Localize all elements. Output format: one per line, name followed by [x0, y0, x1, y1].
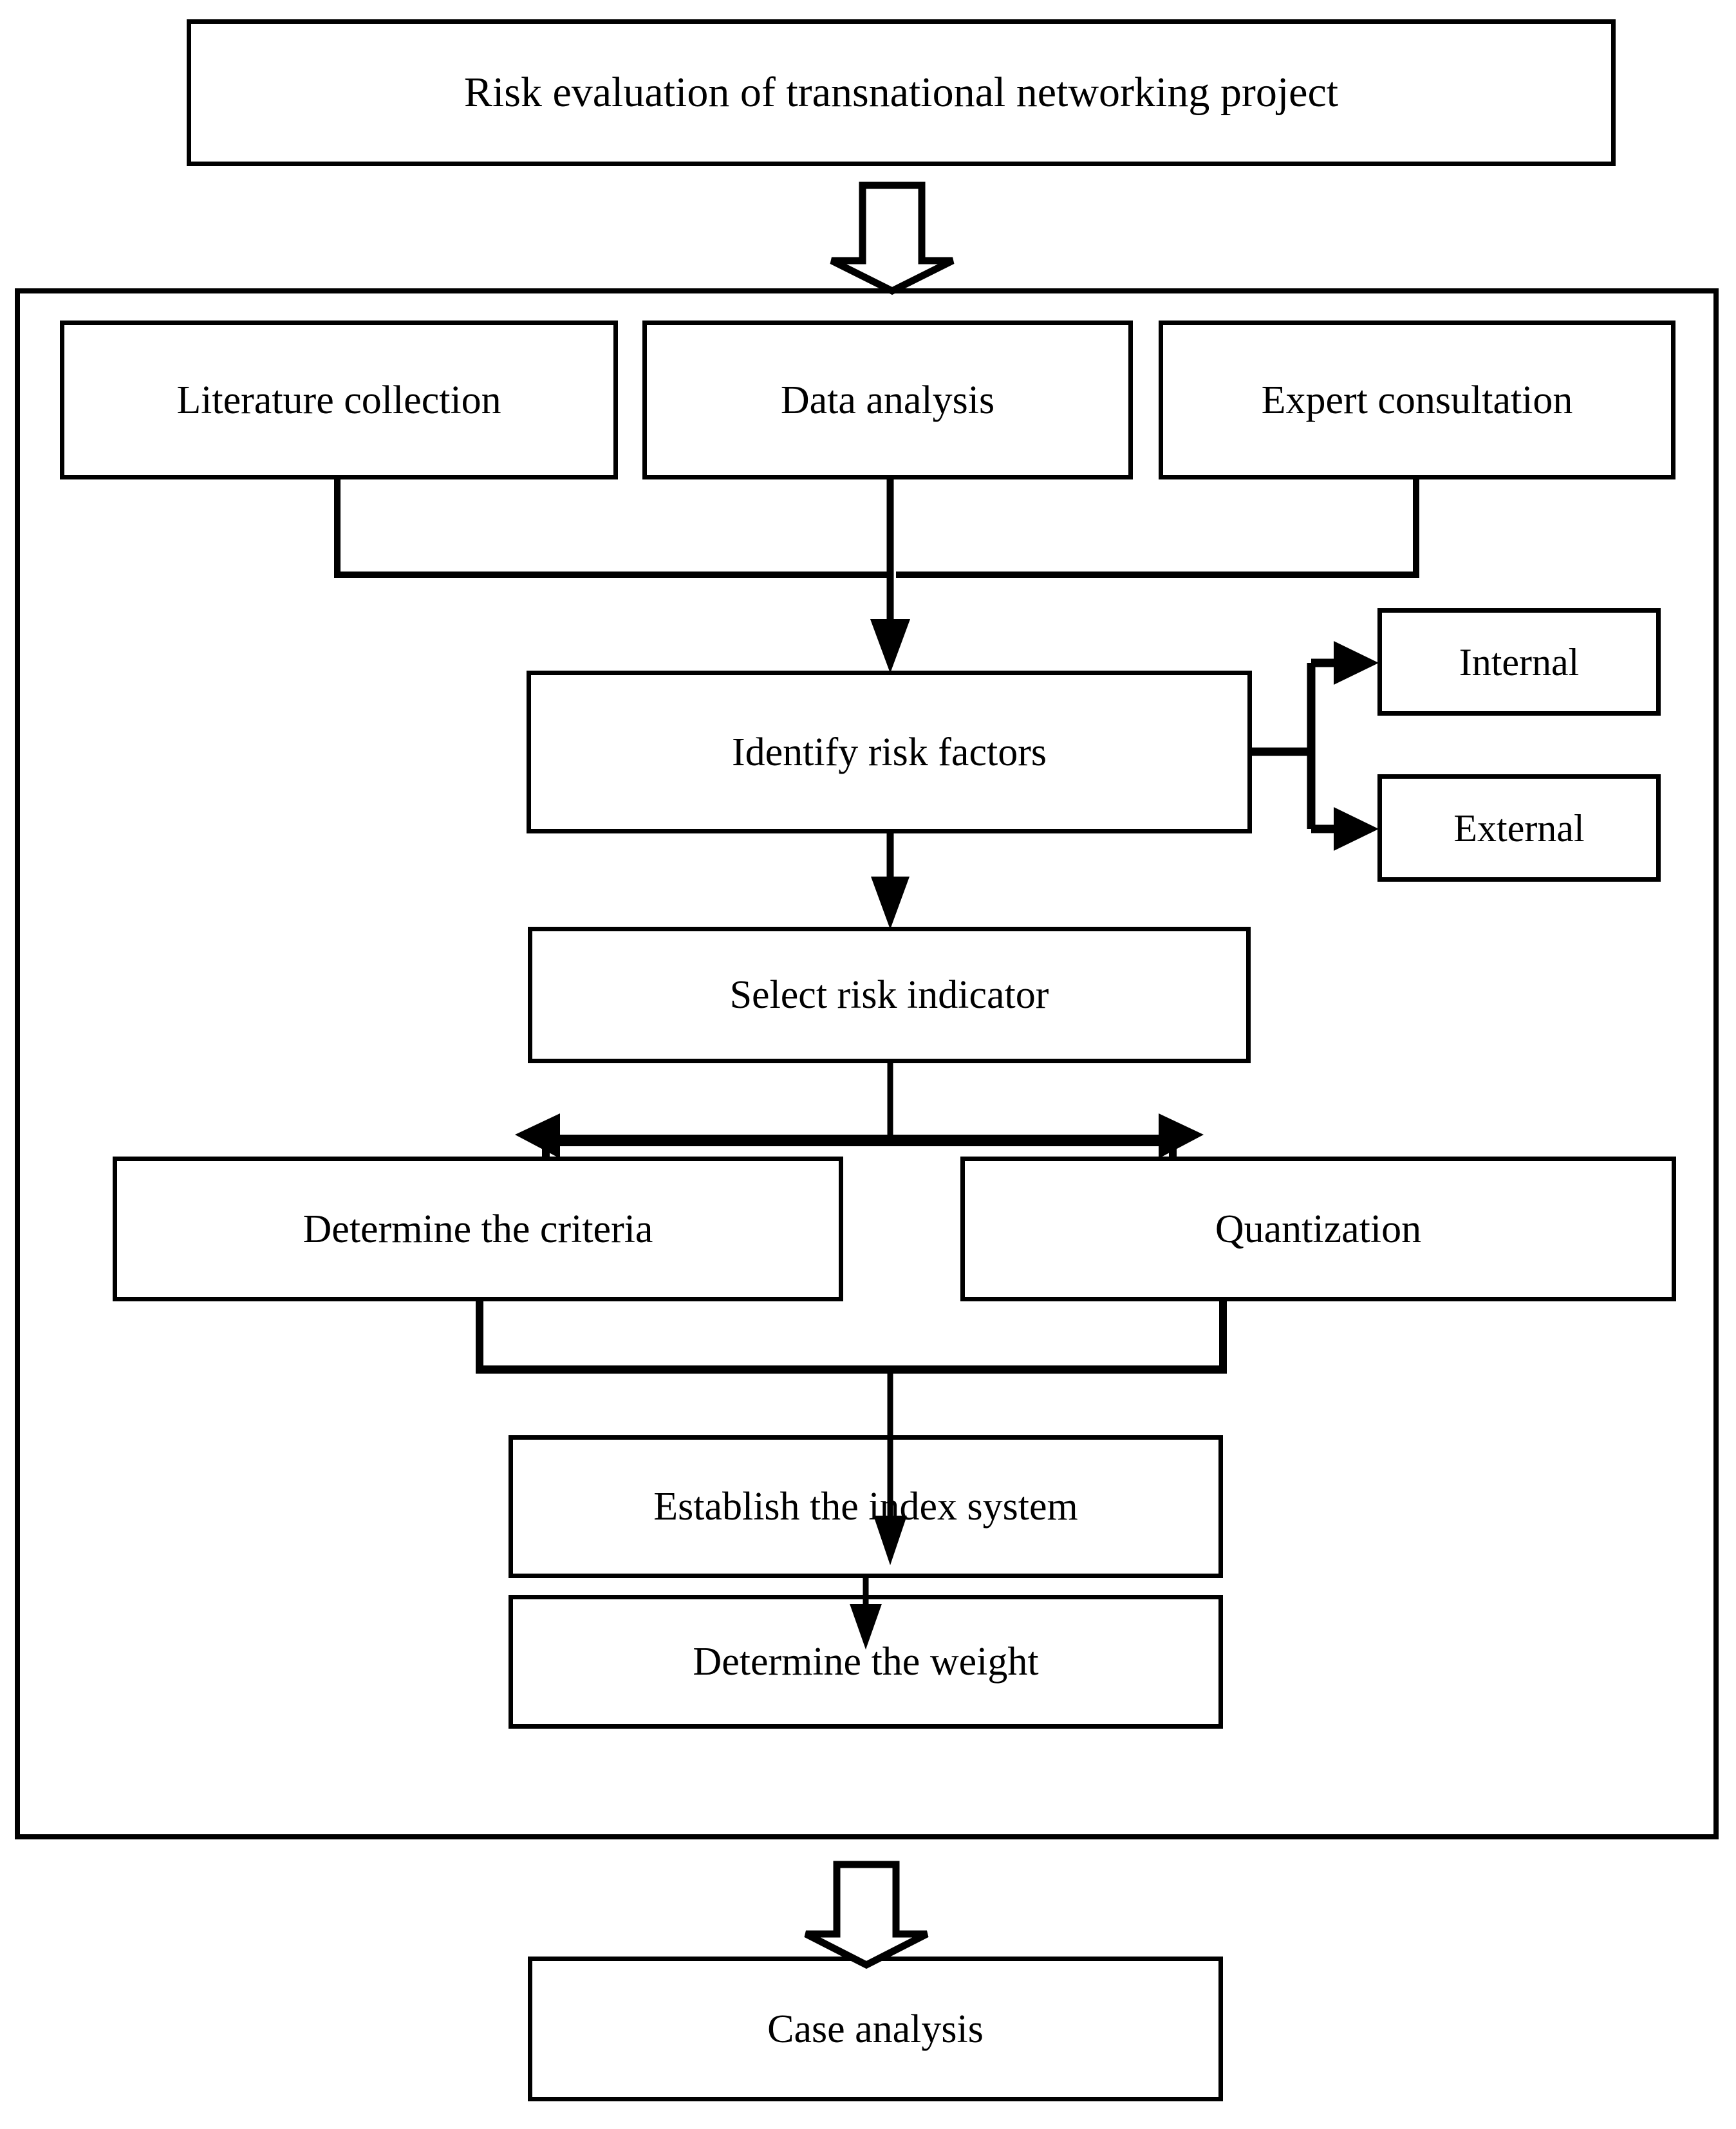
node-expert-consultation[interactable]: Expert consultation — [1159, 321, 1675, 479]
arrowhead-down-icon-3 — [873, 1516, 907, 1565]
connector-expert-to-hub — [896, 479, 1419, 578]
methodology-group-container — [15, 288, 1719, 1839]
connector-literature-to-hub — [334, 479, 887, 578]
arrowhead-right-icon-external — [1334, 807, 1379, 851]
node-establish-the-index-system[interactable]: Establish the index system — [509, 1435, 1223, 1578]
node-label: Expert consultation — [1261, 378, 1573, 422]
node-data-analysis[interactable]: Data analysis — [642, 321, 1133, 479]
node-internal[interactable]: Internal — [1377, 608, 1661, 716]
node-label: Quantization — [1215, 1207, 1422, 1251]
node-case-analysis[interactable]: Case analysis — [528, 1957, 1223, 2101]
node-label: Data analysis — [780, 378, 995, 422]
arrowhead-down-icon-2 — [871, 877, 910, 929]
node-label: Risk evaluation of transnational network… — [463, 69, 1339, 116]
node-label: Literature collection — [176, 378, 501, 422]
hollow-arrow-down-icon-top — [830, 181, 955, 295]
arrowhead-right-icon-quantization — [1159, 1113, 1204, 1158]
arrowhead-right-icon-internal — [1334, 641, 1379, 685]
node-label: Establish the index system — [653, 1485, 1078, 1529]
node-determine-the-criteria[interactable]: Determine the criteria — [113, 1157, 843, 1301]
node-label: Identify risk factors — [732, 730, 1047, 774]
node-label: External — [1453, 806, 1585, 850]
node-select-risk-indicator[interactable]: Select risk indicator — [528, 927, 1251, 1063]
node-label: Internal — [1459, 640, 1580, 683]
arrowhead-left-icon-criteria — [515, 1113, 560, 1158]
node-title-box[interactable]: Risk evaluation of transnational network… — [187, 19, 1616, 166]
node-external[interactable]: External — [1377, 774, 1661, 882]
arrowhead-down-icon-1 — [870, 619, 910, 673]
hollow-arrow-down-icon-bottom — [804, 1861, 929, 1969]
arrowhead-down-icon-4 — [850, 1604, 882, 1650]
node-label: Determine the criteria — [303, 1207, 653, 1251]
node-quantization[interactable]: Quantization — [960, 1157, 1676, 1301]
node-identify-risk-factors[interactable]: Identify risk factors — [527, 671, 1252, 833]
node-literature-collection[interactable]: Literature collection — [60, 321, 618, 479]
node-label: Case analysis — [767, 2007, 984, 2051]
node-label: Select risk indicator — [729, 973, 1049, 1017]
